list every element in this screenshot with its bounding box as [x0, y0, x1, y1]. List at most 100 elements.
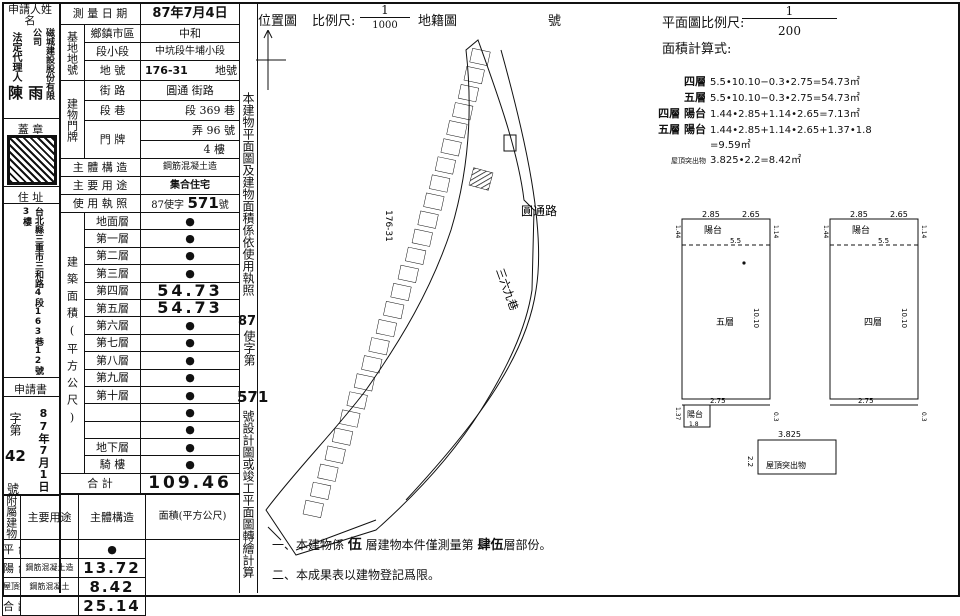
calc-line: =9.59㎡ [644, 138, 944, 153]
middle-vertical-text: 本建物平面圖及建物面積係依使用執照 [241, 92, 255, 296]
floor-name: 第七層 [84, 333, 141, 353]
floor-area: ● [140, 333, 240, 353]
dim-right: 1.14 [772, 225, 779, 239]
floor-area: 54.73 [140, 281, 240, 300]
foot-balcony-label: 陽台 [687, 409, 703, 419]
alley: 弄 96 號 [140, 120, 240, 141]
dim-width: 5.5 [878, 237, 889, 245]
scale-num: 1 [360, 3, 410, 18]
middle-permit-no: 571 [237, 388, 269, 406]
floor-name: 第五層 [84, 298, 141, 318]
note1-part: 肆伍 [477, 538, 504, 553]
annex-struct: 鋼筋混凝土造 [20, 558, 79, 578]
balcony-label: 陽台 [852, 224, 870, 236]
map-lot-cell [375, 319, 397, 338]
floor-name: 第八層 [84, 351, 141, 370]
roof-plan: 3.825 2.2 屋頂突出物 [746, 430, 837, 475]
app-suffix: 號 [7, 482, 20, 496]
structure: 鋼筋混凝土造 [140, 158, 240, 177]
applicant-company: 磁城建設股份有限公司 [31, 28, 54, 100]
permit-no: 571 [187, 194, 219, 212]
floor-name [84, 403, 141, 422]
floor-area: ● [140, 385, 240, 405]
building-label: 建物門牌 [59, 80, 85, 159]
note1-mid: 層建物本件僅測量第 [365, 538, 474, 552]
map-lot-cell [368, 337, 390, 356]
roof-height: 2.2 [746, 456, 754, 467]
north-arrow-icon [256, 30, 286, 90]
floor-area: ● [140, 229, 240, 248]
annex-use: 陽 台 [2, 558, 21, 578]
app-date: 87年7月1日 [37, 407, 50, 492]
location-label: 位置圖 [258, 14, 298, 29]
dim-side: 0.3 [920, 412, 927, 422]
calc-floor: 四層 [684, 75, 706, 88]
map-lot-cell [390, 282, 412, 302]
dim-top-b: 2.65 [742, 210, 760, 219]
section-label: 段小段 [84, 42, 141, 61]
middle-vertical-text2: 號設計圖或竣工平面圖轉繪計算 [241, 410, 255, 578]
floor-name: 騎 樓 [84, 455, 141, 474]
annex-use: 屋頂突出物 [2, 577, 21, 597]
hatched-lot [468, 167, 494, 191]
street: 圓通 街路 [140, 80, 240, 101]
permit-suffix: 號 [218, 200, 229, 211]
location-map: 圓通路 三六九巷 176-31 [256, 30, 557, 556]
middle-permit-mid: 使字第 [242, 330, 256, 366]
floor-area: ● [140, 351, 240, 370]
note-1: 一、本建物係 伍 層建物本件僅測量第 肆伍層部份。 [272, 534, 552, 554]
floor-name: 地面層 [84, 211, 141, 231]
roof-label: 屋頂突出物 [766, 460, 806, 470]
floor-name: 第四層 [84, 281, 141, 300]
balcony-label: 陽台 [704, 224, 722, 236]
road-line [405, 49, 540, 501]
permit-year: 87 [151, 200, 164, 211]
section: 中坑段牛埔小段 [140, 42, 240, 61]
annex-table: 附屬建物 主要用途 主體構造 面積(平方公尺) 平 台●陽 台鋼筋混凝土造13.… [2, 494, 240, 616]
dim-top-b: 2.65 [890, 210, 908, 219]
survey-form: 測 量 日 期 87年7月4日 基地地號 鄉鎮市區 中和 段小段 中坑段牛埔小段… [59, 2, 240, 494]
lane: 段 369 巷 [140, 100, 240, 121]
floor-name: 第十層 [84, 385, 141, 405]
annex-struct: 鋼筋混凝土 [20, 577, 79, 597]
calc-floor: 五層 [684, 91, 706, 104]
form-table: 測 量 日 期 87年7月4日 基地地號 鄉鎮市區 中和 段小段 中坑段牛埔小段… [59, 2, 240, 494]
plan-outline [681, 218, 771, 400]
floor-area: ● [140, 246, 240, 266]
map-lot-cell [411, 228, 433, 247]
applicant-role: 法定代理人 [10, 32, 21, 82]
lane-map-label: 三六九巷 [493, 267, 520, 313]
scale-label: 比例尺: [312, 14, 356, 29]
floor-area: ● [140, 420, 240, 440]
middle-permit-year: 87 [238, 314, 257, 329]
middle-column [239, 2, 258, 593]
document-frame [2, 2, 960, 597]
structure-label: 主 體 構 造 [59, 158, 141, 177]
map-lot-cell [469, 47, 491, 67]
note1-prefix: 一、本建物係 [272, 538, 345, 552]
annex-section: 附屬建物 主要用途 主體構造 面積(平方公尺) 平 台●陽 台鋼筋混凝土造13.… [2, 494, 240, 616]
annex-area: 8.42 [78, 577, 146, 597]
dim-left: 1.44 [822, 225, 829, 239]
floor-area: ● [140, 264, 240, 283]
annex-total-label: 合 計 [2, 596, 21, 616]
map-lot-cell [463, 66, 485, 85]
floor-area: ● [140, 455, 240, 474]
map-lot-cell [324, 445, 346, 464]
base-label: 基地地號 [59, 24, 85, 81]
calc-floor: 四層 陽台 [658, 107, 706, 120]
divider [2, 186, 59, 187]
dim-left: 1.44 [674, 225, 681, 239]
divider [2, 377, 59, 378]
dim-depth: 10.10 [752, 308, 760, 328]
marker-dot [742, 261, 746, 265]
annex-head-struct: 主體構造 [78, 494, 146, 540]
dim-side: 0.3 [772, 412, 779, 422]
applicant-name: 陳 雨 [8, 84, 44, 102]
annex-struct [20, 539, 79, 559]
address-label: 住 址 [17, 191, 44, 204]
